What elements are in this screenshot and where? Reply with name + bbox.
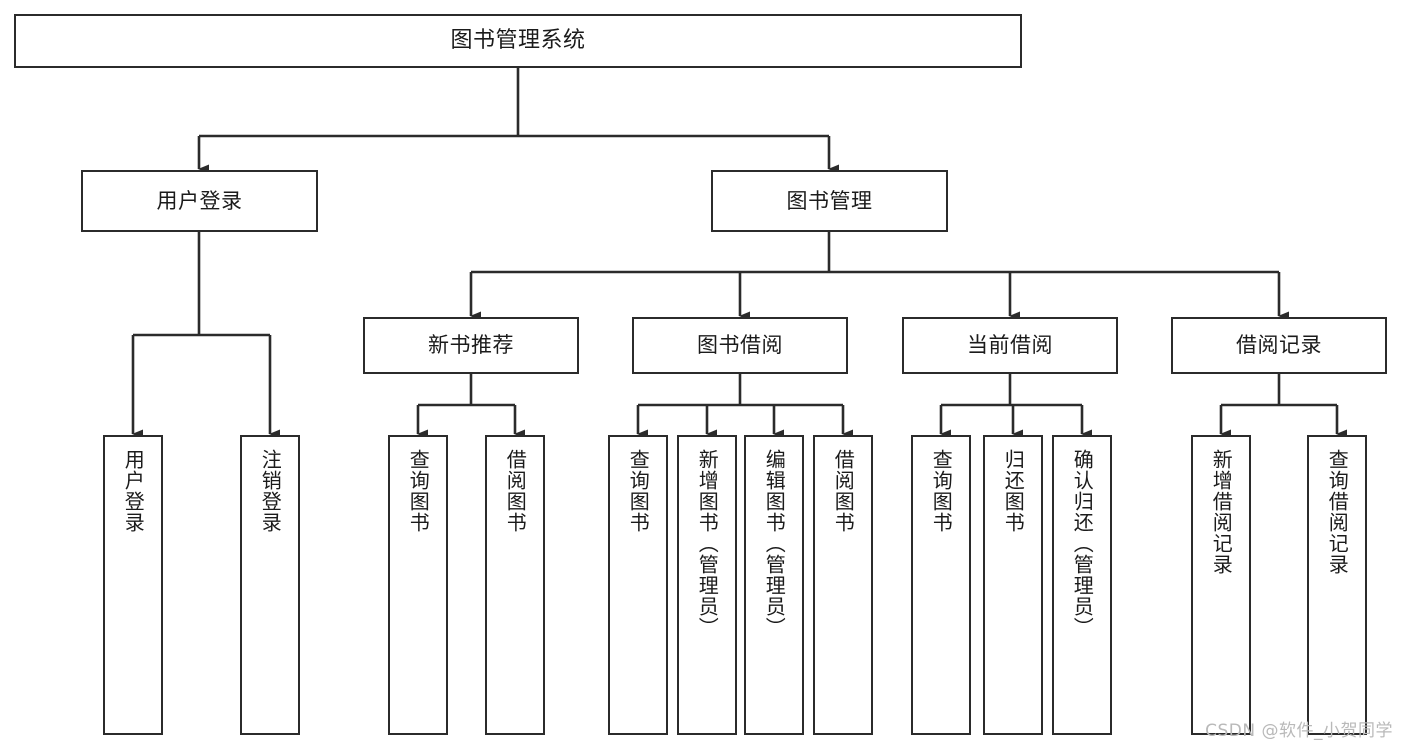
node-leaf-add-record-label: 新增借阅记录	[1209, 449, 1234, 575]
node-leaf-edit-book-label: 编辑图书（管理员）	[762, 449, 787, 638]
csdn-watermark: CSDN @软件_小贺同学	[1205, 721, 1393, 741]
node-leaf-user-logout-label: 注销登录	[258, 449, 283, 533]
node-leaf-query-book-3-label: 查询图书	[929, 449, 954, 533]
node-leaf-edit-book[interactable]: 编辑图书（管理员）	[744, 435, 804, 735]
node-borrow-record-label: 借阅记录	[1236, 333, 1322, 358]
node-leaf-add-book[interactable]: 新增图书（管理员）	[677, 435, 737, 735]
node-leaf-query-book-1[interactable]: 查询图书	[388, 435, 448, 735]
node-leaf-user-login-label: 用户登录	[121, 449, 146, 533]
node-leaf-query-book-3[interactable]: 查询图书	[911, 435, 971, 735]
node-leaf-return-book-label: 归还图书	[1001, 449, 1026, 533]
node-book-manage[interactable]: 图书管理	[711, 170, 948, 232]
node-new-book-recommend-label: 新书推荐	[428, 333, 514, 358]
node-leaf-query-book-1-label: 查询图书	[406, 449, 431, 533]
node-leaf-borrow-book-1[interactable]: 借阅图书	[485, 435, 545, 735]
node-leaf-query-record[interactable]: 查询借阅记录	[1307, 435, 1367, 735]
node-leaf-confirm-return-label: 确认归还（管理员）	[1070, 449, 1095, 638]
node-borrow-record[interactable]: 借阅记录	[1171, 317, 1387, 374]
node-leaf-borrow-book-2[interactable]: 借阅图书	[813, 435, 873, 735]
node-book-manage-label: 图书管理	[786, 188, 873, 213]
node-leaf-user-logout[interactable]: 注销登录	[240, 435, 300, 735]
node-leaf-borrow-book-1-label: 借阅图书	[503, 449, 528, 533]
node-book-borrow[interactable]: 图书借阅	[632, 317, 848, 374]
node-current-borrow-label: 当前借阅	[967, 333, 1053, 358]
node-user-login-label: 用户登录	[156, 188, 243, 213]
node-leaf-return-book[interactable]: 归还图书	[983, 435, 1043, 735]
node-leaf-borrow-book-2-label: 借阅图书	[831, 449, 856, 533]
node-root[interactable]: 图书管理系统	[14, 14, 1022, 68]
node-leaf-confirm-return[interactable]: 确认归还（管理员）	[1052, 435, 1112, 735]
node-leaf-query-book-2[interactable]: 查询图书	[608, 435, 668, 735]
node-root-label: 图书管理系统	[450, 28, 586, 54]
node-leaf-add-book-label: 新增图书（管理员）	[695, 449, 720, 638]
node-leaf-add-record[interactable]: 新增借阅记录	[1191, 435, 1251, 735]
node-book-borrow-label: 图书借阅	[697, 333, 783, 358]
node-leaf-user-login[interactable]: 用户登录	[103, 435, 163, 735]
node-leaf-query-record-label: 查询借阅记录	[1325, 449, 1350, 575]
node-new-book-recommend[interactable]: 新书推荐	[363, 317, 579, 374]
node-leaf-query-book-2-label: 查询图书	[626, 449, 651, 533]
node-user-login[interactable]: 用户登录	[81, 170, 318, 232]
node-current-borrow[interactable]: 当前借阅	[902, 317, 1118, 374]
